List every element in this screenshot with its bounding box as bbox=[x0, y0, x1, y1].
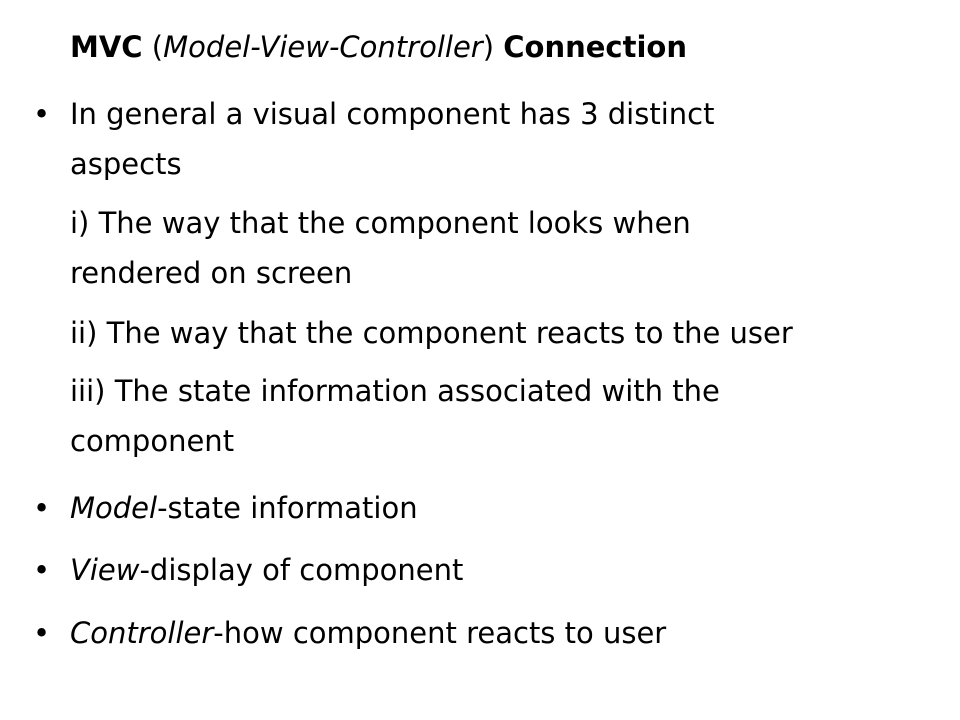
definition-text: -state information bbox=[157, 491, 418, 525]
title-mvc: MVC bbox=[70, 30, 143, 64]
definition-model: Model-state information bbox=[70, 488, 930, 528]
definition-term: Controller bbox=[70, 616, 214, 650]
bullet-general-line2: aspects bbox=[70, 147, 182, 181]
bullet-icon: • bbox=[33, 616, 51, 650]
slide-title: MVC (Model-View-Controller) Connection bbox=[70, 27, 930, 67]
aspect-i-line1: i) The way that the component looks when bbox=[70, 206, 691, 240]
title-open-paren: ( bbox=[142, 30, 164, 64]
bullet-icon: • bbox=[33, 491, 51, 525]
definition-text: -display of component bbox=[139, 553, 464, 587]
bullet-icon: • bbox=[33, 553, 51, 587]
aspect-i-line2: rendered on screen bbox=[70, 256, 353, 290]
title-connection: Connection bbox=[503, 30, 687, 64]
definition-view: View-display of component bbox=[70, 550, 930, 590]
bullet-general-line1: In general a visual component has 3 dist… bbox=[70, 97, 715, 131]
definition-term: Model bbox=[70, 491, 158, 525]
definition-controller: Controller-how component reacts to user bbox=[70, 613, 930, 653]
definition-term: View bbox=[70, 553, 140, 587]
aspect-iii-line2: component bbox=[70, 424, 235, 458]
title-close-paren: ) bbox=[482, 30, 504, 64]
title-expansion: Model-View-Controller bbox=[163, 30, 483, 64]
aspect-iii-line1: iii) The state information associated wi… bbox=[70, 374, 720, 408]
aspect-ii-line1: ii) The way that the component reacts to… bbox=[70, 316, 793, 350]
definition-text: -how component reacts to user bbox=[213, 616, 667, 650]
bullet-icon: • bbox=[33, 97, 51, 131]
